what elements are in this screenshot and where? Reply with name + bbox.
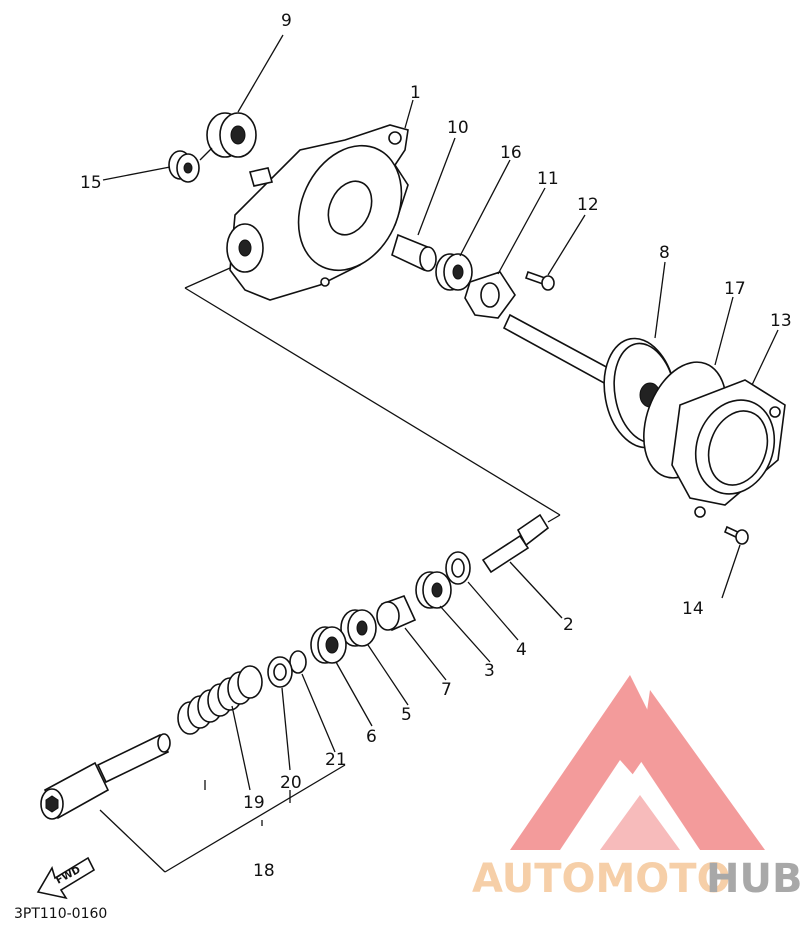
callout-19: 19 (243, 793, 265, 813)
part-11-plate (464, 271, 516, 319)
callout-labels: 9 15 1 10 16 11 12 8 17 13 14 2 4 3 7 5 … (80, 11, 792, 881)
part-2-pinion-shaft (481, 513, 550, 574)
callout-7: 7 (441, 680, 452, 700)
callout-5: 5 (401, 705, 412, 725)
part-7-collar (376, 594, 417, 632)
callout-15: 15 (80, 173, 102, 193)
callout-8: 8 (659, 243, 670, 263)
callout-14: 14 (682, 599, 704, 619)
callout-9: 9 (281, 11, 292, 31)
assembly-lines (99, 147, 561, 873)
callout-4: 4 (516, 640, 527, 660)
callout-12: 12 (577, 195, 599, 215)
callout-11: 11 (537, 169, 559, 189)
part-18-drive-shaft (40, 733, 171, 820)
part-4-washer (445, 551, 471, 585)
callout-1: 1 (410, 83, 421, 103)
callout-3: 3 (484, 661, 495, 681)
part-6-nut (310, 626, 347, 664)
fwd-arrow: FWD (36, 856, 96, 900)
part-5-bearing (340, 609, 377, 647)
part-21-circlip (289, 650, 307, 674)
part-20-washer (267, 656, 293, 688)
part-14-screw (723, 525, 749, 545)
callout-21: 21 (325, 750, 347, 770)
leader-lines (102, 34, 779, 791)
callout-2: 2 (563, 615, 574, 635)
callout-17: 17 (724, 279, 746, 299)
part-9-bearing (206, 112, 257, 158)
callout-18: 18 (253, 861, 275, 881)
brand-text-hub: HUB (706, 856, 800, 902)
part-3-bearing (415, 571, 452, 609)
reference-code: 3PT110-0160 (14, 906, 107, 922)
part-16-bearing (435, 253, 473, 291)
part-12-bolt (524, 270, 555, 291)
callout-16: 16 (500, 143, 522, 163)
part-13-cover (671, 379, 786, 518)
callout-6: 6 (366, 727, 377, 747)
part-15-bush (168, 150, 200, 183)
automotohub-logo: AUTOMOTO HUB (472, 675, 800, 902)
callout-13: 13 (770, 311, 792, 331)
callout-10: 10 (447, 118, 469, 138)
part-19-spring (177, 665, 263, 735)
callout-20: 20 (280, 773, 302, 793)
brand-text-automoto: AUTOMOTO (472, 856, 731, 902)
part-10-collar (391, 233, 437, 272)
part-1-housing (226, 124, 409, 301)
